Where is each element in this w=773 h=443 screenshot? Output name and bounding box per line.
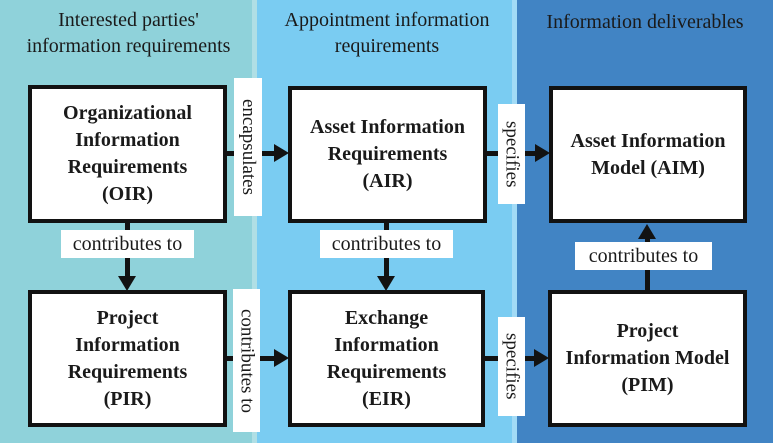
- arrowhead-down-icon: [377, 276, 395, 291]
- edge-label-specifies-air-aim: specifies: [498, 104, 525, 204]
- box-air: Asset Information Requirements (AIR): [288, 86, 487, 223]
- box-eir: Exchange Information Requirements (EIR): [288, 290, 485, 427]
- box-oir: Organizational Information Requirements …: [28, 85, 227, 223]
- box-pim: Project Information Model (PIM): [548, 290, 747, 427]
- box-pim-label: Project Information Model (PIM): [565, 320, 730, 396]
- box-oir-label: Organizational Information Requirements …: [63, 102, 192, 205]
- edge-label-specifies-eir-pim: specifies: [498, 317, 525, 416]
- box-eir-label: Exchange Information Requirements (EIR): [326, 306, 447, 410]
- arrowhead-right-icon: [534, 349, 549, 367]
- arrowhead-right-icon: [274, 349, 289, 367]
- arrowhead-up-icon: [638, 224, 656, 239]
- column-header-interested-parties: Interested parties' information requirem…: [26, 9, 231, 57]
- box-pir: Project Information Requirements (PIR): [28, 290, 227, 427]
- edge-label-encapsulates: encapsulates: [234, 78, 262, 216]
- edge-label-contributes-oir-pir: contributes to: [61, 230, 194, 258]
- arrowhead-down-icon: [118, 276, 136, 291]
- edge-label-contributes-pir-eir: contributes to: [233, 289, 260, 432]
- arrowhead-right-icon: [274, 144, 289, 162]
- column-header-deliverables: Information deliverables: [546, 11, 744, 33]
- column-header-appointment: Appointment information requirements: [284, 9, 490, 57]
- box-pir-label: Project Information Requirements (PIR): [67, 306, 188, 410]
- column-divider-highlight: [252, 0, 257, 443]
- box-aim-label: Asset Information Model (AIM): [570, 129, 726, 179]
- edge-label-contributes-pim-aim: contributes to: [575, 242, 712, 270]
- box-aim: Asset Information Model (AIM): [549, 86, 747, 223]
- column-divider-highlight: [512, 0, 517, 443]
- arrowhead-right-icon: [535, 144, 550, 162]
- edge-label-contributes-air-eir: contributes to: [320, 230, 453, 258]
- box-air-label: Asset Information Requirements (AIR): [310, 116, 465, 192]
